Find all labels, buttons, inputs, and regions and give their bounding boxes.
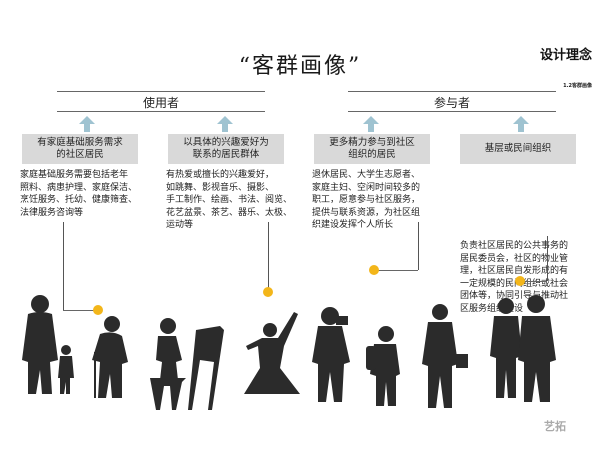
participants-top-line bbox=[348, 91, 556, 92]
section-title: 设计理念 bbox=[539, 48, 592, 63]
category-box-household-services: 有家庭基础服务需求 的社区居民 bbox=[22, 134, 138, 164]
category-box-label: 更多精力参与到社区 组织的居民 bbox=[329, 137, 415, 160]
worker-silhouette bbox=[422, 304, 468, 408]
group-label-participants: 参与者 bbox=[433, 96, 470, 110]
users-top-line bbox=[57, 91, 265, 92]
student-silhouette bbox=[366, 326, 400, 406]
page-title: “客群画像” bbox=[238, 54, 362, 79]
participants-bottom-line bbox=[348, 111, 556, 112]
description-active-residents: 退休居民、大学生志愿者、 家庭主妇、空闲时间较多的 职工，愿意参与社区服务， 提… bbox=[312, 170, 421, 230]
dancer-silhouette bbox=[244, 312, 300, 394]
description-interest-groups: 有热爱或擅长的兴趣爱好， 如跳舞、影视音乐、摄影、 手工制作、绘画、书法、阅览、… bbox=[166, 170, 293, 230]
category-box-label: 基层或民间组织 bbox=[484, 143, 552, 154]
watermark-logo: 艺拓 bbox=[544, 420, 566, 433]
description-household-services: 家庭基础服务需要包括老年 照料、病患护理、家庭保洁、 烹饪服务、托幼、健康筛查、… bbox=[20, 170, 138, 218]
connector-line bbox=[374, 270, 418, 271]
connector-line bbox=[418, 222, 419, 270]
up-arrow-icon bbox=[217, 116, 233, 132]
category-box-label: 以具体的兴趣爱好为 联系的居民群体 bbox=[183, 137, 269, 160]
connector-line bbox=[63, 222, 64, 310]
up-arrow-icon bbox=[513, 116, 529, 132]
elderly-man-silhouette bbox=[92, 316, 128, 398]
connector-line bbox=[268, 222, 269, 288]
category-box-interest-groups: 以具体的兴趣爱好为 联系的居民群体 bbox=[168, 134, 284, 164]
connector-line bbox=[547, 236, 548, 281]
business-woman-silhouette bbox=[490, 298, 522, 398]
category-box-active-residents: 更多精力参与到社区 组织的居民 bbox=[314, 134, 430, 164]
up-arrow-icon bbox=[79, 116, 95, 132]
section-subtitle: 1.2客群画像 bbox=[563, 83, 592, 89]
connector-dot bbox=[369, 265, 379, 275]
category-box-grassroots-orgs: 基层或民间组织 bbox=[460, 134, 576, 164]
category-box-label: 有家庭基础服务需求 的社区居民 bbox=[37, 137, 123, 160]
connector-line bbox=[63, 310, 97, 311]
connector-dot bbox=[263, 287, 273, 297]
business-man-silhouette bbox=[518, 295, 556, 402]
connector-dot bbox=[515, 276, 525, 286]
connector-line bbox=[520, 281, 547, 282]
group-label-users: 使用者 bbox=[142, 96, 179, 110]
users-bottom-line bbox=[57, 111, 265, 112]
photographer-silhouette bbox=[312, 307, 350, 402]
child-silhouette bbox=[58, 345, 74, 394]
silhouettes-illustration bbox=[22, 295, 556, 410]
connector-dot bbox=[93, 305, 103, 315]
painter-silhouette bbox=[150, 318, 224, 410]
up-arrow-icon bbox=[363, 116, 379, 132]
elderly-woman-silhouette bbox=[22, 295, 58, 394]
description-grassroots-orgs: 负责社区居民的公共事务的 居民委员会，社区的物业管 理，社区居民自发形成的有 一… bbox=[460, 241, 569, 314]
